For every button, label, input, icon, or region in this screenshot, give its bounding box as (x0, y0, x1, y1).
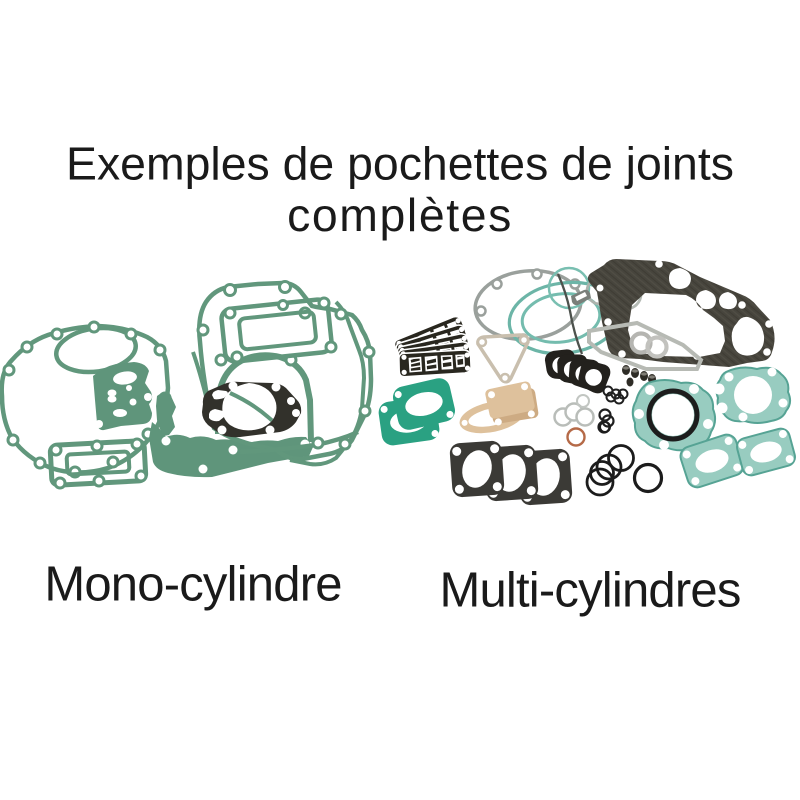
svg-text:complètes: complètes (287, 189, 513, 241)
svg-text:Multi-cylindres: Multi-cylindres (439, 564, 740, 618)
svg-text:Mono-cylindre: Mono-cylindre (44, 558, 341, 612)
svg-text:Exemples de pochettes de joint: Exemples de pochettes de joints (66, 138, 734, 190)
